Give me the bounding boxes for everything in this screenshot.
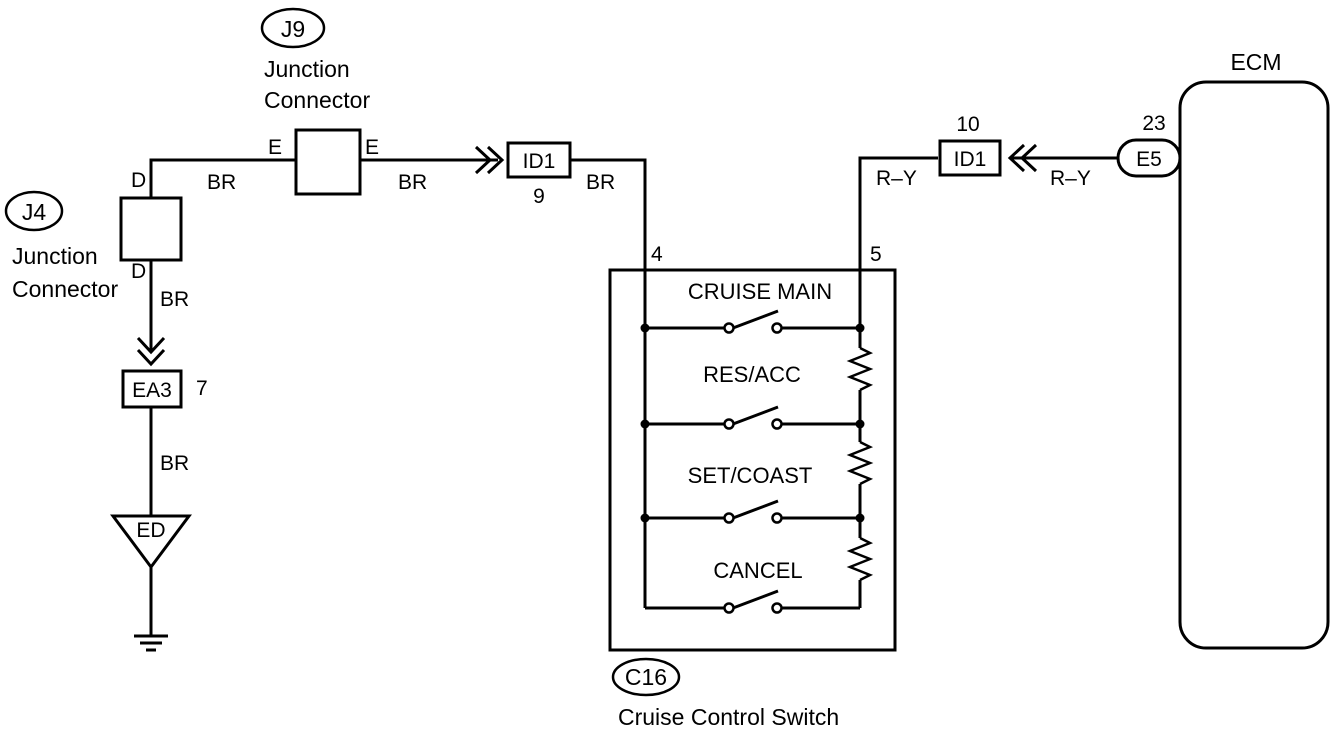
c16-id: C16 [625, 664, 667, 690]
id1-right-label: ID1 [954, 148, 987, 171]
j9-id: J9 [281, 16, 305, 42]
j4-id-oval [4, 190, 64, 232]
junction-j4: J4 Junction Connector D D [4, 169, 183, 302]
br-wire-left [136, 145, 505, 516]
junction-j9: J9 Junction Connector E E [260, 7, 379, 196]
switch-pin-4: 4 [651, 243, 663, 266]
c16-id-oval [611, 657, 681, 697]
id1-right-pin: 10 [956, 113, 979, 136]
j9-name-line1: Junction [264, 56, 350, 82]
switch-row-set-coast: SET/COAST [640, 463, 865, 524]
j4-pin-bottom: D [131, 260, 146, 283]
j4-name-line1: Junction [12, 243, 98, 269]
switch-label-set-coast: SET/COAST [688, 463, 813, 488]
wire-label-br-1: BR [207, 171, 236, 194]
j9-pin-right: E [365, 136, 379, 159]
switch-row-res-acc: RES/ACC [640, 362, 865, 430]
ecm: ECM E5 23 [1116, 49, 1330, 650]
switch-housing [608, 268, 897, 652]
connector-id1-right: ID1 10 [938, 113, 1038, 177]
j9-name-line2: Connector [264, 87, 370, 113]
wire-to-switch-pin4 [570, 158, 647, 270]
wire-label-br-5: BR [160, 452, 189, 475]
j4-pin-top: D [131, 169, 146, 192]
ea3-pin: 7 [196, 377, 208, 400]
ed-label: ED [136, 519, 165, 542]
j9-box [294, 128, 362, 196]
ecm-box [1178, 80, 1330, 650]
j9-pin-left: E [268, 136, 282, 159]
connector-id1-left: ID1 9 [506, 141, 572, 208]
switch-pin-5: 5 [870, 243, 882, 266]
switch-label-cancel: CANCEL [713, 558, 802, 583]
wire-label-br-4: BR [160, 288, 189, 311]
wire-label-ry-1: R–Y [876, 167, 917, 190]
ecm-title: ECM [1230, 49, 1281, 75]
ea3-label: EA3 [132, 379, 172, 402]
ecm-pin: 23 [1142, 112, 1165, 135]
resistor-2 [846, 424, 874, 518]
j4-box [119, 196, 183, 262]
id1-left-pin: 9 [533, 185, 545, 208]
wire-label-br-2: BR [398, 171, 427, 194]
e5-label: E5 [1136, 148, 1162, 171]
switch-name: Cruise Control Switch [618, 704, 839, 730]
resistor-1 [846, 328, 874, 424]
resistor-3 [846, 518, 874, 608]
wire-from-switch-pin5 [858, 156, 938, 270]
switch-row-cruise-main: CRUISE MAIN [640, 279, 865, 334]
wire-label-br-3: BR [586, 171, 615, 194]
connector-ea3: EA3 7 [121, 369, 208, 409]
cruise-control-switch: 4 5 CRUISE MAIN RES/ACC [608, 243, 897, 730]
id1-left-label: ID1 [523, 150, 556, 173]
j4-id: J4 [22, 199, 47, 225]
switch-label-res-acc: RES/ACC [703, 362, 801, 387]
j9-id-oval [260, 7, 326, 49]
j4-name-line2: Connector [12, 276, 118, 302]
e5-connector [1116, 138, 1182, 178]
switch-label-cruise-main: CRUISE MAIN [688, 279, 832, 304]
ground-ed: ED [110, 514, 192, 652]
switch-row-cancel: CANCEL [645, 558, 860, 614]
wire-label-ry-2: R–Y [1050, 167, 1091, 190]
